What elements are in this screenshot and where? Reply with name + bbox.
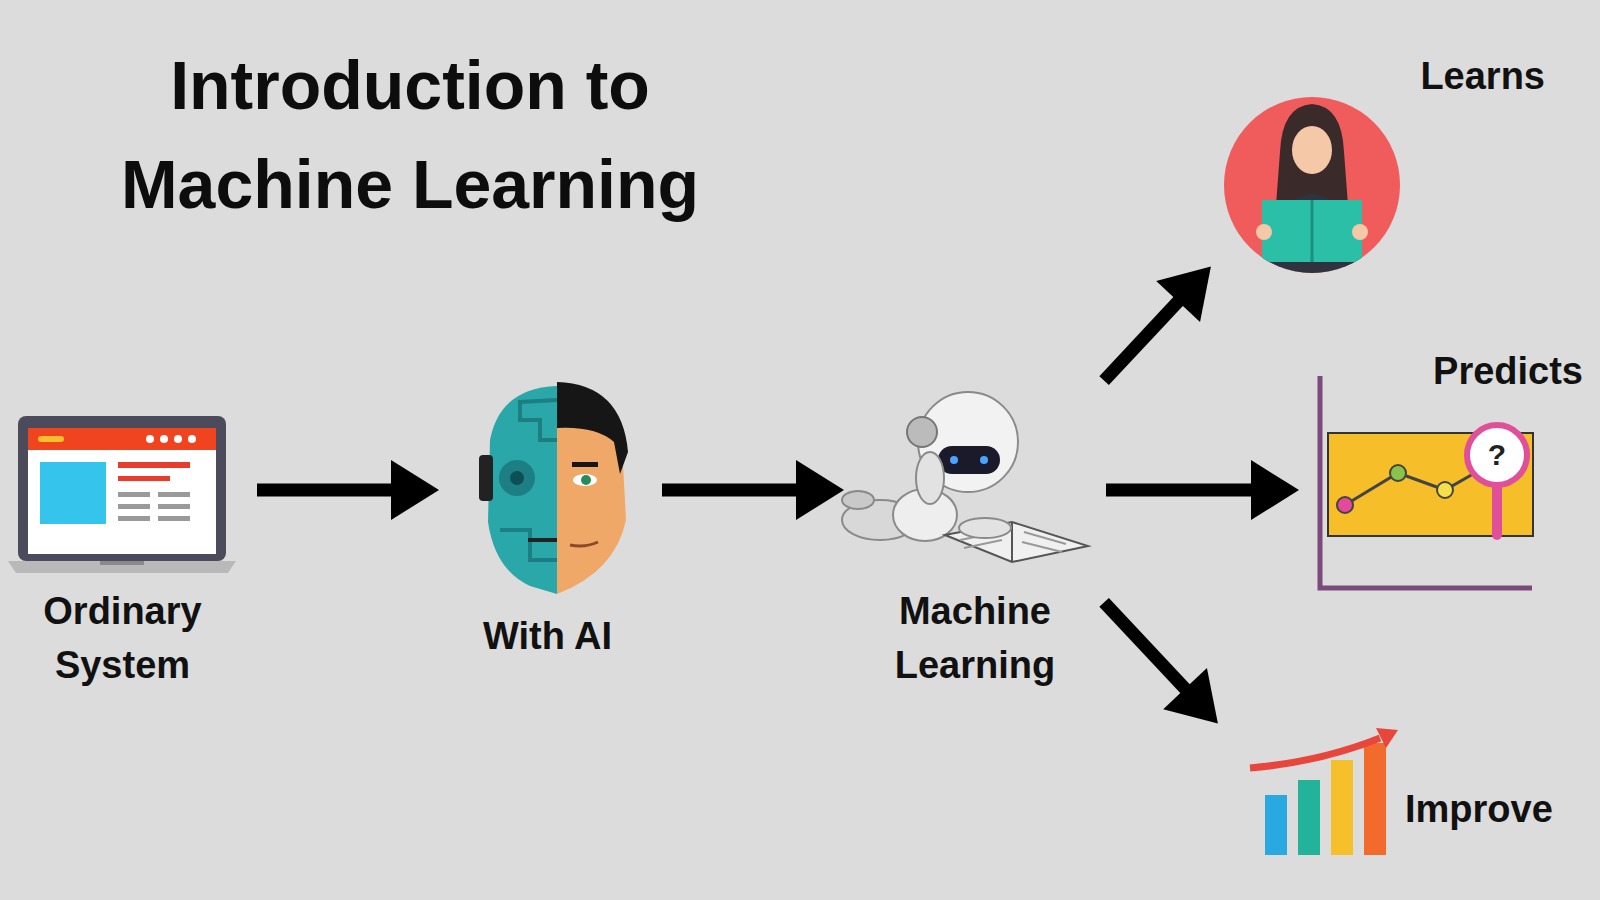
chart-icon-part	[1320, 376, 1532, 588]
ai-head-icon-part	[557, 382, 628, 474]
arrow-head	[1163, 668, 1218, 724]
laptop-icon-part	[118, 462, 190, 468]
node-label: With AI	[445, 610, 650, 664]
robot-reader-icon-part	[842, 491, 874, 509]
ai-head-icon-part	[528, 538, 557, 542]
laptop-icon-part	[28, 428, 216, 450]
laptop-icon-part	[158, 504, 190, 509]
laptop-icon-part	[158, 516, 190, 521]
robot-reader-icon-part	[980, 456, 988, 464]
student-icon-part-part	[1262, 200, 1362, 262]
arrow-head	[1251, 460, 1299, 520]
laptop-icon-part	[28, 428, 216, 554]
laptop-icon-part	[8, 561, 236, 573]
robot-reader-icon-part	[916, 452, 944, 504]
chart-icon-part	[1337, 497, 1353, 513]
icon-node: Predicts	[1305, 345, 1595, 595]
student-icon-part-part	[1256, 224, 1272, 240]
student-icon-part-part	[1311, 200, 1314, 262]
ai-head-icon	[479, 382, 628, 594]
laptop-icon-part	[158, 492, 190, 497]
arrow-shaft	[1104, 300, 1179, 381]
flow-arrow	[662, 460, 844, 520]
growth-bars-icon-part	[1298, 780, 1320, 855]
growth-bars-icon-part	[1250, 738, 1380, 768]
ai-head-icon-part	[557, 427, 626, 594]
ai-head-icon-part	[573, 474, 597, 486]
growth-bars-icon-part	[1364, 743, 1386, 855]
laptop-icon-part	[118, 516, 150, 521]
ai-head-icon-part	[488, 386, 557, 594]
node-label: Improve	[1190, 783, 1590, 837]
node-label: Machine Learning	[850, 585, 1100, 693]
question-mark: ?	[1480, 436, 1514, 474]
flow-arrow	[257, 460, 439, 520]
flow-arrow	[1104, 602, 1218, 723]
growth-bars-icon-part	[1265, 795, 1287, 855]
laptop-icon-part	[146, 435, 154, 443]
ai-head-icon-part	[581, 475, 591, 485]
arrow-shaft	[1106, 484, 1253, 497]
ai-head-icon-part	[570, 542, 598, 546]
chart-icon-part	[1437, 482, 1453, 498]
arrow-shaft	[1104, 602, 1186, 690]
chart-icon-part	[1390, 465, 1406, 481]
student-icon-part-part	[1352, 224, 1368, 240]
robot-reader-icon-part	[950, 456, 958, 464]
growth-bars-icon-part	[1331, 760, 1353, 855]
student-icon-part	[1224, 97, 1400, 273]
student-icon-part-part	[1276, 104, 1348, 205]
arrow-shaft	[257, 484, 393, 497]
student-icon-part-part	[1292, 126, 1332, 174]
laptop-icon-part	[188, 435, 196, 443]
ai-head-icon-part	[572, 462, 598, 467]
laptop-icon-part	[118, 476, 170, 481]
flow-arrow	[1104, 266, 1211, 380]
chart-icon-part	[1467, 425, 1527, 485]
growth-bars-icon	[1250, 728, 1398, 855]
laptop-icon-part	[18, 416, 226, 561]
laptop-icon-part	[40, 462, 106, 524]
robot-reader-icon-part	[907, 417, 937, 447]
icon-node: Ordinary System	[10, 405, 235, 705]
node-label: Learns	[1215, 50, 1560, 104]
student-icon-part-part	[1262, 194, 1362, 280]
student-icon	[1224, 97, 1400, 280]
arrow-shaft	[662, 484, 798, 497]
laptop-icon-part	[118, 504, 150, 509]
arrow-head	[391, 460, 439, 520]
laptop-icon-part	[160, 435, 168, 443]
growth-bars-icon-part	[1376, 728, 1398, 748]
flow-arrow	[1106, 460, 1299, 520]
laptop-icon-part	[100, 561, 144, 565]
laptop-icon	[8, 416, 236, 573]
laptop-icon-part	[118, 492, 150, 497]
ai-head-icon-part	[500, 530, 557, 560]
ai-head-icon-part	[510, 471, 524, 485]
icon-node: Improve	[1190, 728, 1590, 878]
ai-head-icon-part	[479, 455, 493, 501]
icon-node: Machine Learning	[850, 385, 1100, 715]
robot-reader-icon-part	[938, 446, 1000, 474]
chart-icon-part	[1345, 470, 1480, 505]
student-icon-part	[1256, 104, 1368, 280]
node-label: Predicts	[1305, 345, 1595, 399]
ai-head-icon-part	[499, 460, 535, 496]
ai-head-icon-part	[520, 400, 557, 440]
robot-reader-icon-part	[959, 518, 1011, 538]
laptop-icon-part	[38, 436, 64, 442]
icon-node: Learns	[1215, 50, 1560, 282]
laptop-icon-part	[174, 435, 182, 443]
arrow-head	[796, 460, 844, 520]
icon-node: With AI	[445, 380, 650, 680]
arrow-head	[1156, 266, 1211, 322]
diagram-title: Introduction to Machine Learning	[40, 36, 780, 233]
chart-icon-part	[1492, 487, 1502, 535]
chart-icon	[1320, 376, 1533, 588]
node-label: Ordinary System	[10, 585, 235, 693]
robot-reader-icon	[842, 392, 1088, 562]
